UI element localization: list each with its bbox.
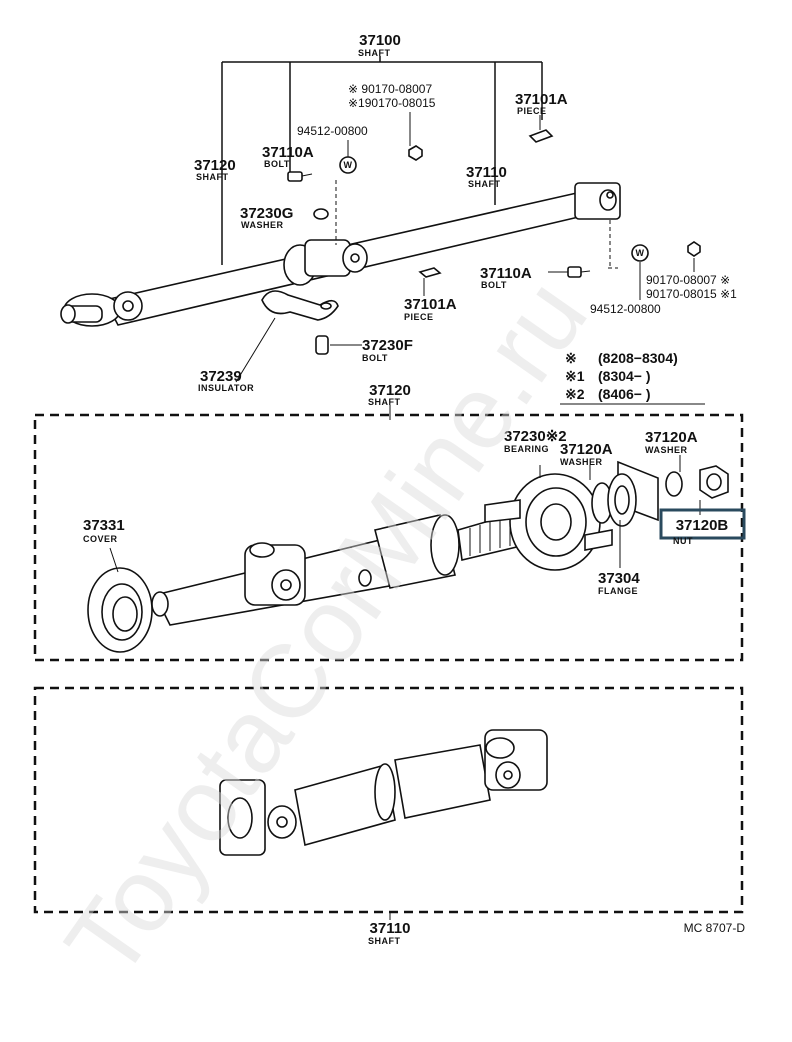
label-90170-right-b: 90170-08015 ※1 [646, 287, 737, 301]
part-labels: 37100 SHAFT ※ 90170-08007 ※1 90170-08015 … [83, 32, 745, 946]
label-37110a-left-number: 37110A [262, 144, 314, 161]
label-37110-top-name: SHAFT [468, 179, 501, 189]
bottom-assembly [33, 686, 744, 920]
label-37120a-b-number: 37120A [645, 429, 698, 446]
label-90170-a: ※ 90170-08007 [348, 82, 432, 96]
label-37110-bottom-name: SHAFT [368, 936, 401, 946]
nut-90170-top-part [408, 145, 423, 161]
label-37110a-left-name: BOLT [264, 159, 290, 169]
label-90170-b: ※190170-08015 [348, 96, 436, 110]
label-37230-number: 37230※2 [504, 428, 567, 445]
bolt-37230f-part [315, 335, 329, 355]
insulator-part [261, 290, 339, 321]
label-37110-bottom-number: 37110 [370, 920, 411, 937]
label-37230g-name: WASHER [241, 220, 284, 230]
label-37230f-number: 37230F [362, 337, 413, 354]
bottom-box-border [33, 686, 744, 914]
label-37101a-top-number: 37101A [515, 91, 568, 108]
highlight-box-37120b[interactable] [659, 508, 746, 540]
label-37331-number: 37331 [83, 517, 125, 534]
label-37101a-bottom-number: 37101A [404, 296, 457, 313]
label-90170-right-a: 90170-08007 ※ [646, 273, 730, 287]
label-37120a-a-number: 37120A [560, 441, 613, 458]
washer-mark-top: W [344, 160, 353, 170]
legend-range-1: (8304− ) [598, 368, 651, 384]
label-37120b-number[interactable]: 37120B [676, 517, 729, 534]
nut-90170-right-part [687, 241, 701, 257]
label-37230-name: BEARING [504, 444, 549, 454]
label-37120b-name: NUT [673, 536, 693, 546]
washer-37120a-part-b [665, 471, 683, 497]
label-37101a-bottom-name: PIECE [404, 312, 434, 322]
label-37304-name: FLANGE [598, 586, 638, 596]
label-37230g-number: 37230G [240, 205, 293, 222]
top-assembly [60, 56, 701, 383]
label-37230f-name: BOLT [362, 353, 388, 363]
label-37100-name: SHAFT [358, 48, 391, 58]
label-37110-top-number: 37110 [466, 164, 507, 181]
label-37120a-b-name: WASHER [645, 445, 688, 455]
piece-37101a-top-part [528, 129, 554, 143]
diagram-code: MC 8707-D [684, 921, 746, 935]
shaft-37110-tube [294, 763, 396, 847]
middle-assembly [33, 405, 744, 662]
label-37100-number: 37100 [359, 32, 401, 49]
washer-mark-right: W [636, 248, 645, 258]
legend-mark-0: ※ [565, 350, 577, 366]
label-37101a-top-name: PIECE [517, 106, 547, 116]
date-legend: ※ (8208−8304) ※1 (8304− ) ※2 (8406− ) [560, 350, 705, 405]
label-37120a-a-name: WASHER [560, 457, 603, 467]
label-37120-top-name: SHAFT [196, 172, 229, 182]
label-94512-top: 94512-00800 [297, 124, 368, 138]
legend-mark-2: ※2 [565, 386, 585, 402]
label-37120-top-number: 37120 [194, 157, 236, 174]
washer-37230g-part [313, 208, 329, 220]
label-37110a-right-name: BOLT [481, 280, 507, 290]
label-37239-name: INSULATOR [198, 383, 254, 393]
washer-94512-right-part [631, 244, 649, 262]
label-37304-number: 37304 [598, 570, 640, 587]
bolt-37110a-right-part [567, 266, 582, 278]
label-37120-mid-name: SHAFT [368, 397, 401, 407]
legend-mark-1: ※1 [565, 368, 585, 384]
label-37110a-right-number: 37110A [480, 265, 532, 282]
label-37239-number: 37239 [200, 368, 242, 385]
label-94512-right: 94512-00800 [590, 302, 661, 316]
bolt-37110a-part [287, 171, 303, 182]
legend-range-0: (8208−8304) [598, 350, 678, 366]
label-37120-mid-number: 37120 [369, 382, 411, 399]
middle-box-border [33, 413, 744, 662]
label-37331-name: COVER [83, 534, 118, 544]
piece-37101a-bottom-part [418, 267, 442, 278]
legend-range-2: (8406− ) [598, 386, 651, 402]
